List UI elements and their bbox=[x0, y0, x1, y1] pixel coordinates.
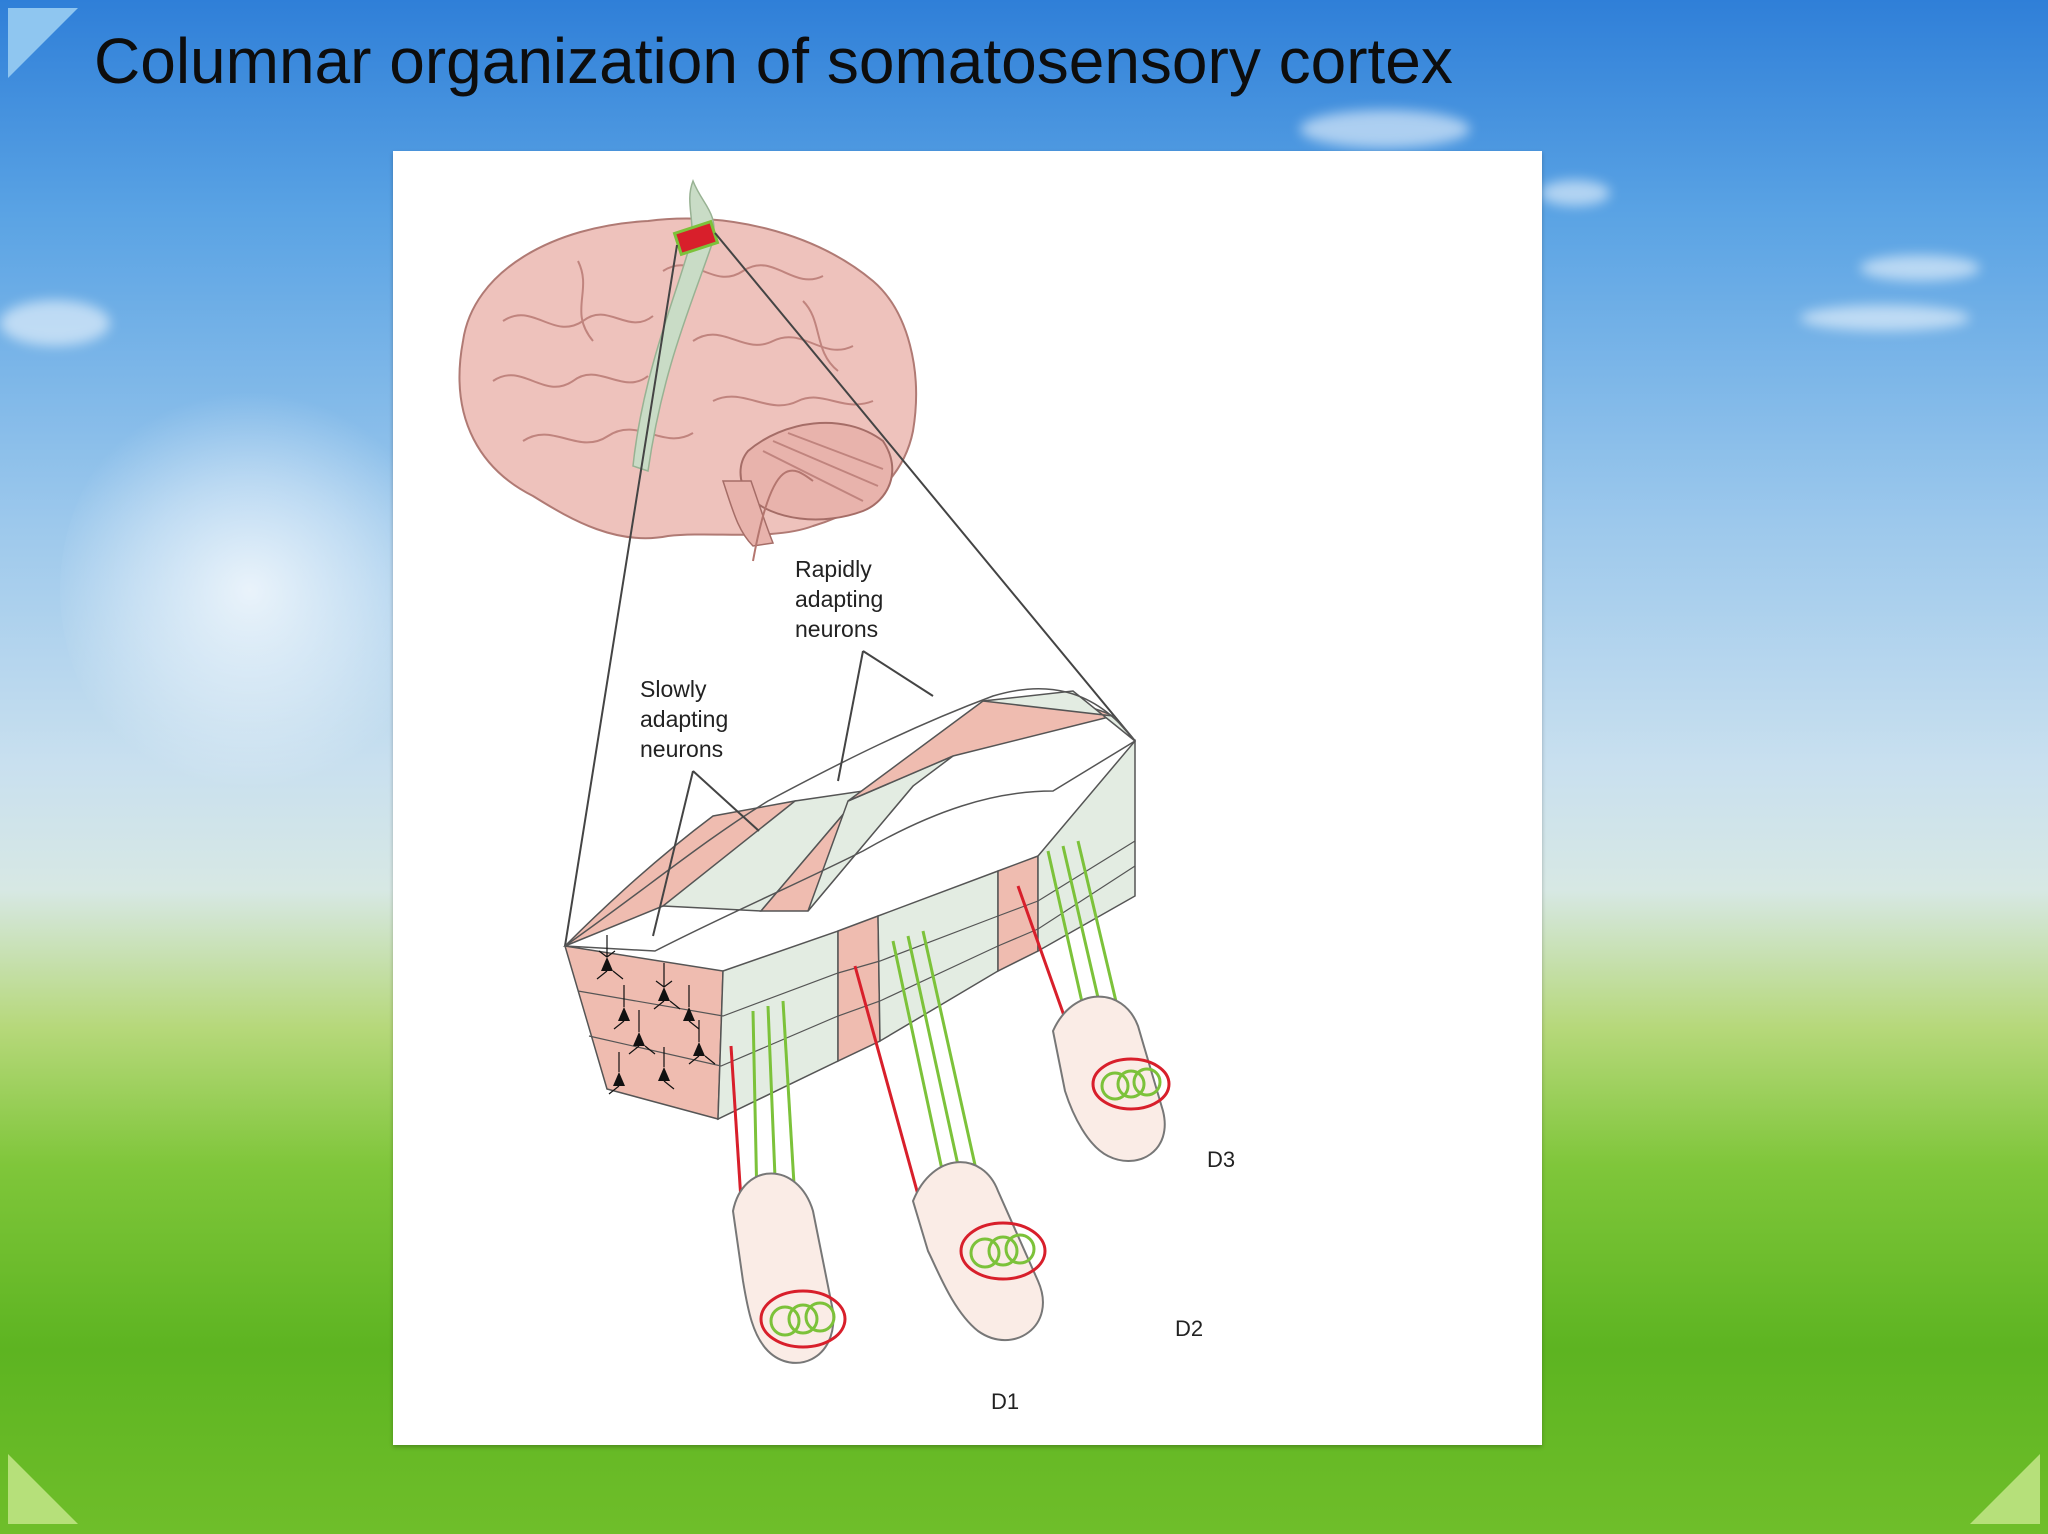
sampled-region bbox=[672, 219, 720, 257]
label-line: Slowly bbox=[640, 676, 707, 702]
finger-d3 bbox=[1051, 995, 1166, 1162]
brainstem bbox=[721, 480, 775, 547]
label-line: neurons bbox=[640, 736, 723, 762]
corner-triangle-bottom-right bbox=[1970, 1454, 2040, 1524]
dandelion-glow bbox=[60, 380, 440, 800]
pyramidal-neurons bbox=[601, 957, 705, 1086]
label-line: Rapidly bbox=[795, 556, 872, 582]
slide-title: Columnar organization of somatosensory c… bbox=[94, 25, 1453, 97]
neuron bbox=[601, 957, 613, 971]
cloud bbox=[1300, 110, 1470, 148]
cortex-block-top bbox=[562, 687, 1137, 952]
label-line: adapting bbox=[795, 586, 883, 612]
brain-gyri bbox=[492, 260, 884, 562]
neuron bbox=[633, 1032, 645, 1046]
front-band-rapidly-1 bbox=[717, 929, 839, 1121]
neuron bbox=[613, 1072, 625, 1086]
neuron bbox=[683, 1007, 695, 1021]
neuron bbox=[693, 1042, 705, 1056]
layer-lines bbox=[577, 840, 1136, 1067]
receptor-fields bbox=[759, 1057, 1171, 1349]
finger-d2 bbox=[911, 1161, 1044, 1342]
label-slowly-adapting: Slowly adapting neurons bbox=[640, 676, 728, 762]
projection-line-right bbox=[714, 232, 1136, 742]
label-rapidly-adapting: Rapidly adapting neurons bbox=[795, 556, 883, 642]
neuron bbox=[658, 987, 670, 1001]
label-line: adapting bbox=[640, 706, 728, 732]
cortex-column-illustration: Rapidly adapting neurons Slowly adapting… bbox=[458, 178, 1235, 1414]
neuron bbox=[658, 1067, 670, 1081]
neuron-dendrites bbox=[596, 935, 716, 1095]
brain bbox=[458, 178, 917, 562]
figure-panel: Rapidly adapting neurons Slowly adapting… bbox=[393, 151, 1542, 1445]
cloud bbox=[1800, 305, 1970, 331]
leader-lines bbox=[652, 650, 934, 937]
digit-label-d2: D2 bbox=[1175, 1316, 1203, 1341]
projection-line-left bbox=[564, 244, 678, 947]
digit-label-d1: D1 bbox=[991, 1389, 1019, 1414]
receptor-loops bbox=[769, 1067, 1162, 1337]
top-surface bbox=[562, 687, 1137, 952]
cloud bbox=[1860, 255, 1980, 281]
corner-triangle-bottom-left bbox=[8, 1454, 78, 1524]
front-band-rapidly-3 bbox=[1037, 738, 1136, 953]
label-line: neurons bbox=[795, 616, 878, 642]
neuron bbox=[618, 1007, 630, 1021]
digit-label-d3: D3 bbox=[1207, 1147, 1235, 1172]
fingertips bbox=[731, 995, 1171, 1364]
corner-triangle-top-left bbox=[8, 8, 78, 78]
cloud bbox=[1540, 180, 1610, 206]
cortex-block-front bbox=[563, 738, 1136, 1121]
cloud bbox=[0, 300, 110, 346]
finger-d1 bbox=[731, 1172, 835, 1364]
